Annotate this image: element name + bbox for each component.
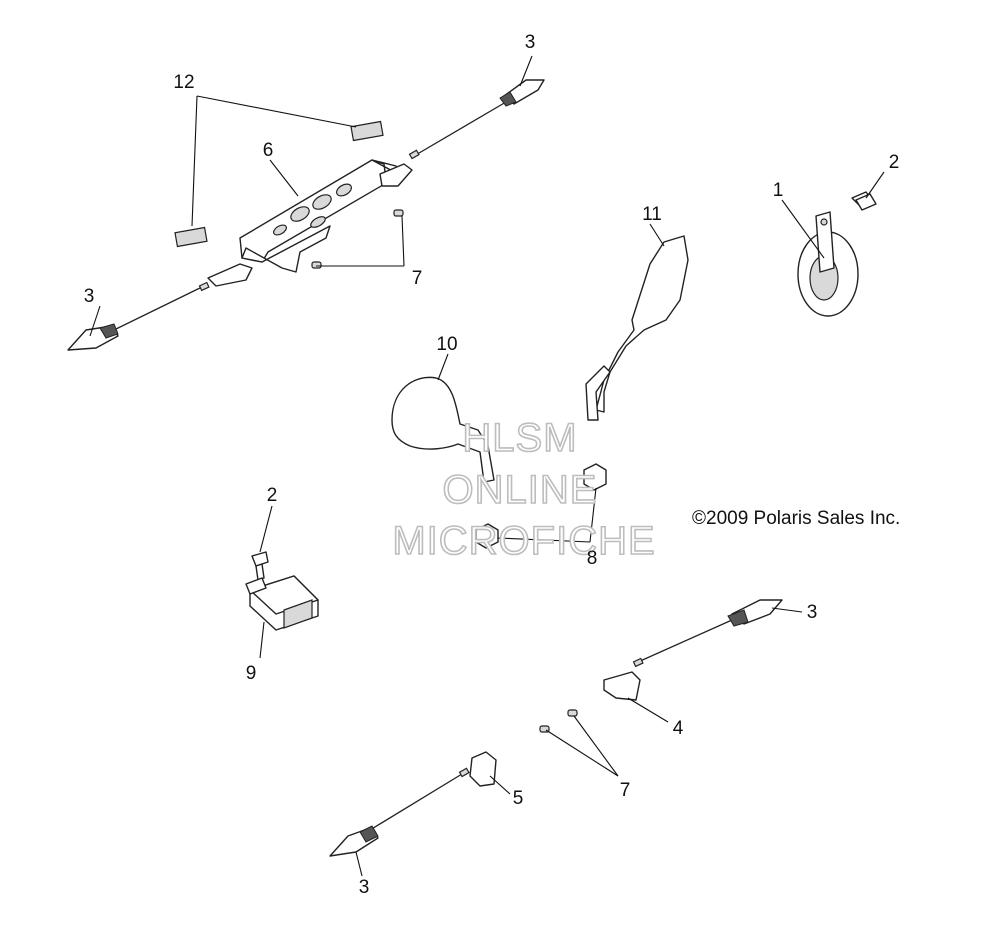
watermark-line3: MICROFICHE [392, 519, 655, 563]
callout-7-upper: 7 [412, 268, 423, 289]
turn-signal-lower-right [632, 599, 783, 668]
callout-3-lower-left: 3 [359, 877, 370, 898]
callout-3-upper-right: 3 [525, 32, 536, 53]
callout-2-upper: 2 [889, 152, 900, 173]
callout-10: 10 [436, 334, 457, 355]
leader-lines [89, 55, 885, 877]
watermark-line2: ONLINE [443, 468, 598, 512]
bolt-part-lower [251, 551, 269, 581]
callout-3-lower-right: 3 [807, 602, 818, 623]
callout-12: 12 [173, 72, 194, 93]
watermark: HLSM ONLINE MICROFICHE [392, 415, 656, 564]
bolt-part-upper [851, 191, 877, 211]
decal-part [174, 120, 384, 248]
callout-4: 4 [673, 718, 684, 739]
callout-labels: 12 3 6 3 7 2 1 11 10 2 8 9 3 4 5 7 3 [84, 32, 900, 898]
horn-part [797, 211, 859, 317]
turn-signal-upper-right [408, 79, 545, 160]
watermark-line1: HLSM [462, 416, 577, 460]
callout-5: 5 [513, 788, 524, 809]
turn-signal-lower-left [329, 767, 470, 857]
callout-3-upper-left: 3 [84, 286, 95, 307]
mirror-right-part [585, 235, 689, 421]
callout-11: 11 [642, 204, 662, 225]
rear-bracket-part [207, 159, 413, 287]
copyright-notice: ©2009 Polaris Sales Inc. [692, 508, 900, 529]
flasher-relay-part [245, 575, 319, 631]
bracket-part-4 [603, 671, 641, 701]
bracket-part-5 [469, 751, 497, 787]
callout-6: 6 [263, 140, 274, 161]
callout-1: 1 [773, 180, 784, 201]
callout-8: 8 [587, 548, 598, 569]
nut-part [475, 463, 607, 549]
callout-7-lower: 7 [620, 780, 631, 801]
turn-signal-upper-left [67, 281, 210, 351]
callout-9: 9 [246, 663, 257, 684]
mirror-left-part [391, 376, 495, 483]
callout-2-lower: 2 [267, 485, 278, 506]
